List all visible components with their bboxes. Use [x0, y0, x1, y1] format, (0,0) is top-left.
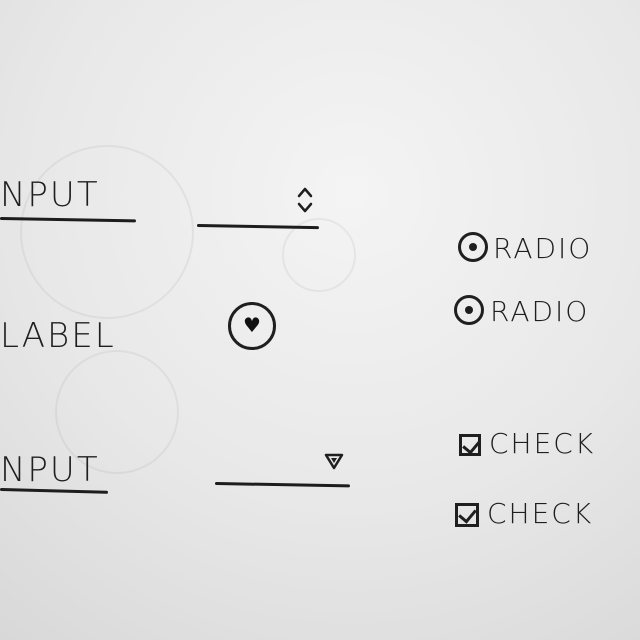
radio-label-1: RADIO: [493, 232, 593, 265]
label-text: LABEL: [0, 316, 116, 356]
radio-dot-icon: [465, 306, 473, 314]
input-underline-top: [0, 217, 137, 223]
heart-icon-button[interactable]: ♥: [228, 302, 276, 350]
radio-button-2[interactable]: [454, 295, 484, 325]
dropdown-icon[interactable]: [322, 450, 346, 472]
checkbox-label-1: CHECK: [489, 427, 596, 460]
radio-label-2: RADIO: [490, 295, 590, 328]
checkbox-label-2: CHECK: [487, 497, 594, 530]
check-icon: [462, 435, 481, 455]
number-input-underline[interactable]: [196, 224, 320, 230]
stepper-icon[interactable]: [292, 183, 318, 219]
radio-button-1[interactable]: [458, 232, 488, 262]
input-label-bottom: NPUT: [0, 450, 100, 490]
radio-dot-icon: [469, 243, 477, 251]
check-icon: [458, 504, 477, 524]
heart-icon: ♥: [243, 313, 261, 337]
select-underline[interactable]: [214, 482, 351, 488]
checkbox-2[interactable]: [455, 503, 479, 527]
input-label-top: NPUT: [0, 175, 100, 215]
checkbox-1[interactable]: [459, 434, 481, 456]
